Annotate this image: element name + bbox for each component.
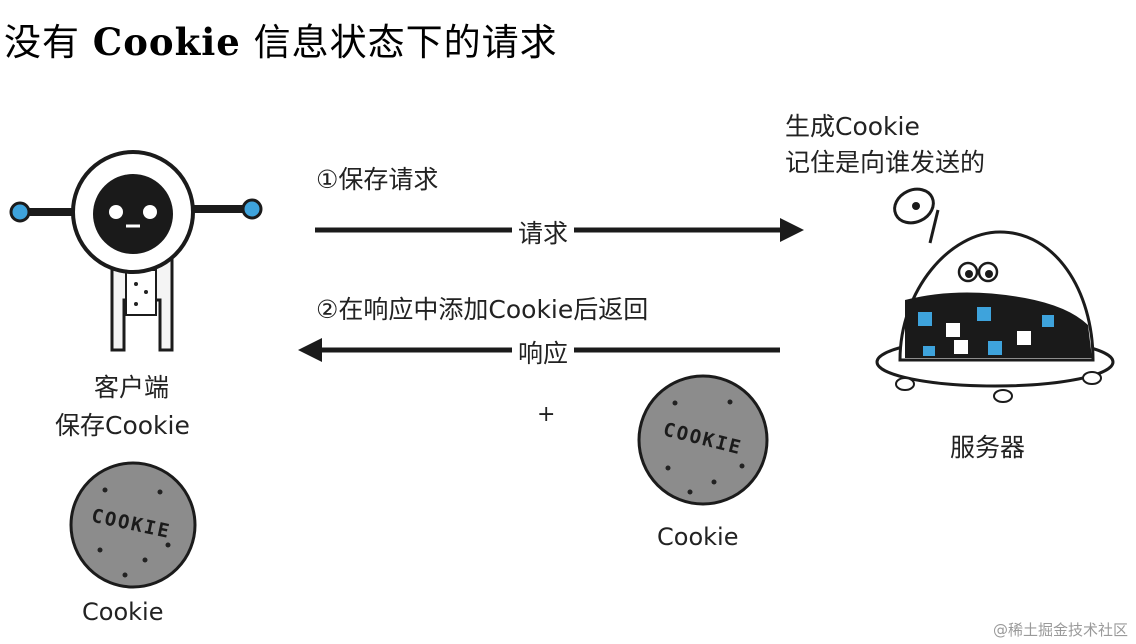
server-label: 服务器 bbox=[950, 433, 1026, 462]
server-remember-label: 记住是向谁发送的 bbox=[785, 148, 986, 177]
client-label: 客户端 bbox=[94, 373, 170, 402]
step2-label: ②在响应中添加Cookie后返回 bbox=[316, 295, 649, 324]
title-bold: Cookie bbox=[92, 20, 241, 64]
request-label: 请求 bbox=[512, 214, 575, 250]
plus-sign: + bbox=[537, 402, 556, 427]
step1-label: ①保存请求 bbox=[316, 165, 439, 194]
client-save-cookie-label: 保存Cookie bbox=[55, 411, 190, 440]
watermark: @稀土掘金技术社区 bbox=[992, 621, 1128, 639]
client-cookie-icon bbox=[69, 461, 197, 589]
page-title: 没有 Cookie 信息状态下的请求 bbox=[4, 12, 558, 66]
response-cookie-caption: Cookie bbox=[657, 523, 739, 551]
title-prefix: 没有 bbox=[4, 21, 80, 64]
client-cookie-caption: Cookie bbox=[82, 598, 164, 626]
response-cookie-icon bbox=[637, 374, 769, 506]
response-label: 响应 bbox=[512, 334, 575, 370]
server-generate-cookie-label: 生成Cookie bbox=[785, 112, 920, 141]
title-suffix: 信息状态下的请求 bbox=[253, 21, 558, 64]
server-robot-icon bbox=[875, 187, 1115, 403]
client-robot-icon bbox=[9, 150, 263, 352]
